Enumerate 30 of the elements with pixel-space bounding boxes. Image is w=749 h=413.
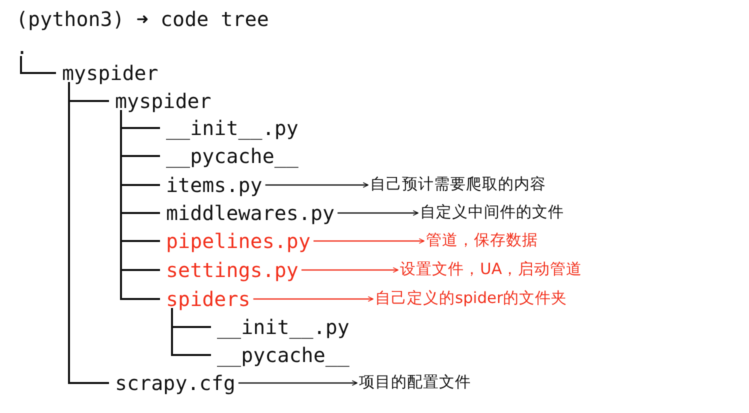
file-name: settings.py bbox=[166, 259, 298, 281]
folder-name: . bbox=[16, 36, 28, 58]
annotation-text: 自己预计需要爬取的内容 bbox=[370, 176, 546, 194]
arrow bbox=[238, 380, 358, 386]
file-name: pipelines.py bbox=[166, 230, 310, 252]
folder-name: __pycache__ bbox=[166, 145, 298, 167]
annotation-text: 设置文件，UA，启动管道 bbox=[400, 261, 582, 279]
file-name: __init__.py bbox=[166, 117, 298, 139]
arrow bbox=[265, 182, 368, 188]
tree-line bbox=[171, 308, 211, 356]
command-line: (python3) ➜ code tree bbox=[16, 8, 269, 30]
annotation-text: 自定义中间件的文件 bbox=[420, 204, 564, 222]
folder-name: __pycache__ bbox=[217, 344, 350, 366]
arrow bbox=[314, 238, 424, 244]
file-name: items.py bbox=[166, 174, 262, 196]
arrow bbox=[301, 267, 398, 273]
arrow bbox=[253, 296, 374, 302]
file-name: scrapy.cfg bbox=[115, 372, 236, 394]
annotation-text: 项目的配置文件 bbox=[359, 374, 471, 392]
arrow bbox=[338, 210, 418, 216]
annotation-text: 自己定义的spider的文件夹 bbox=[375, 290, 567, 308]
file-name: __init__.py bbox=[217, 316, 350, 338]
tree-line bbox=[120, 110, 160, 300]
annotation-text: 管道，保存数据 bbox=[426, 232, 538, 250]
file-name: middlewares.py bbox=[166, 202, 335, 224]
tree-line bbox=[68, 82, 109, 384]
folder-name: myspider bbox=[115, 90, 212, 112]
tree-line bbox=[20, 56, 56, 74]
folder-name: spiders bbox=[166, 288, 250, 310]
folder-name: myspider bbox=[62, 62, 158, 84]
